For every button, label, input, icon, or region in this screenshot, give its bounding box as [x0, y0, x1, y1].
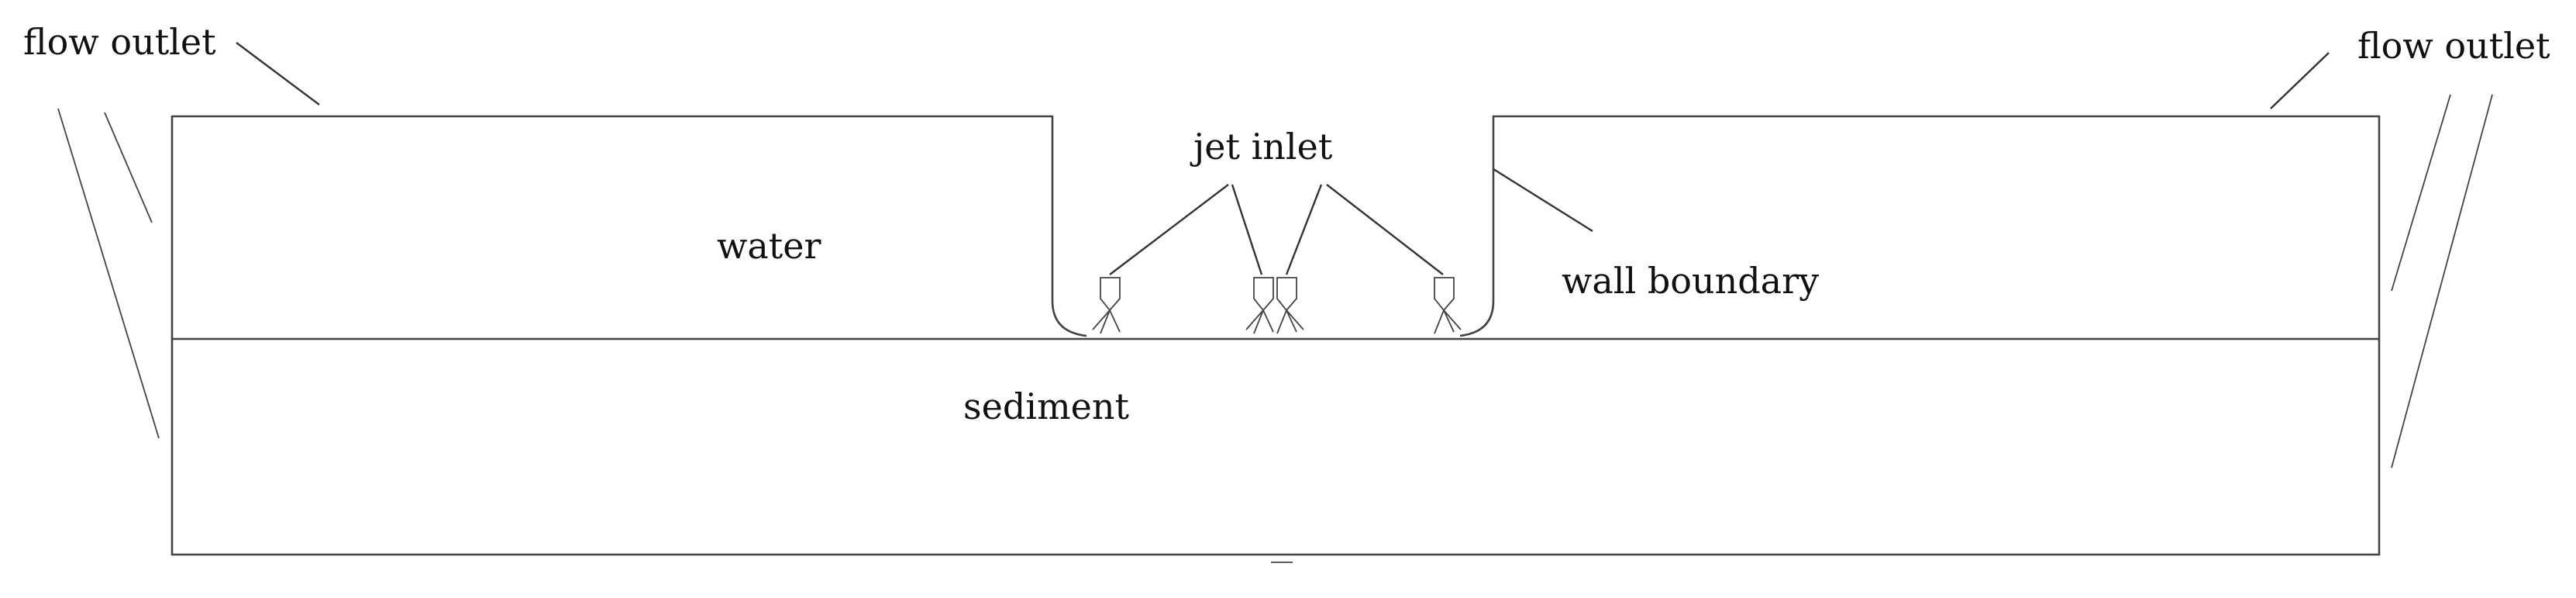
label-wall-boundary: wall boundary: [1562, 260, 1819, 302]
left-top-edge: [170, 115, 1087, 337]
label-flow-outlet-left: flow outlet: [23, 21, 216, 63]
side-stroke-left-long: [57, 108, 160, 439]
leader-lines: [236, 42, 2330, 275]
side-stroke-right-upper: [2391, 94, 2451, 292]
label-flow-outlet-right: flow outlet: [2357, 25, 2550, 67]
label-sediment: sediment: [963, 385, 1129, 427]
leader-flow-outlet-right: [2270, 52, 2330, 109]
jet-nozzle-3: [1276, 277, 1304, 334]
label-water: water: [717, 225, 821, 267]
side-strokes: [57, 94, 2493, 563]
side-stroke-left-short: [104, 112, 153, 223]
side-stroke-right-lower: [2391, 94, 2493, 468]
leader-jet-4: [1326, 184, 1444, 275]
label-jet-inlet: jet inlet: [1190, 126, 1333, 168]
bottom-box: [170, 336, 2381, 556]
leader-jet-1: [1109, 184, 1229, 275]
leader-jet-2: [1231, 184, 1263, 275]
domain-boundary: [170, 115, 2381, 556]
jet-nozzle-4: [1434, 277, 1462, 334]
leader-flow-outlet-left: [236, 42, 320, 105]
leader-wall-boundary: [1493, 168, 1593, 233]
leader-jet-3: [1285, 184, 1323, 275]
jet-nozzle-2: [1245, 277, 1274, 334]
jet-nozzle-1: [1092, 277, 1121, 334]
right-top-edge: [1459, 115, 2381, 337]
jet-nozzles: [1092, 277, 1462, 334]
